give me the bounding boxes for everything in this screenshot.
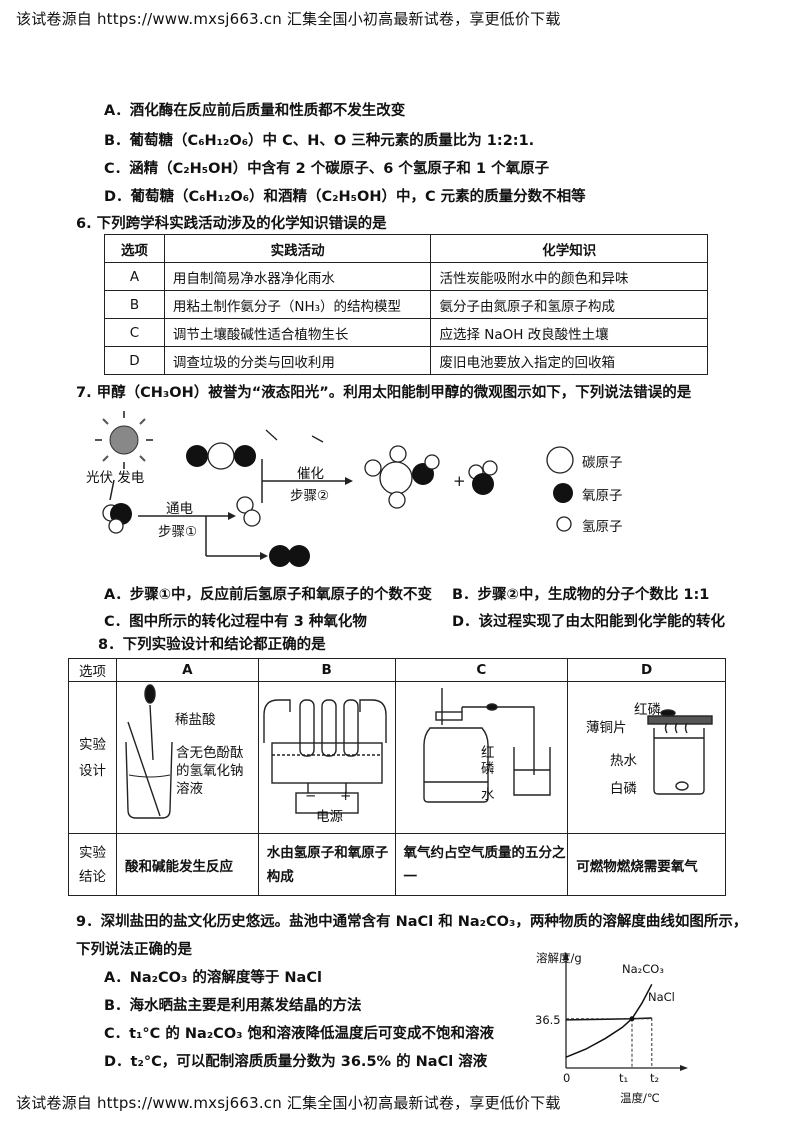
table-row: A 用自制简易净水器净化雨水 活性炭能吸附水中的颜色和异味 [104, 262, 708, 291]
label-negative-terminal: − [305, 788, 317, 804]
q8-table: 选项 A B C D 实验设计 实验结论 酸和碱能发生反应 水由氢原子和氧原子构… [68, 658, 726, 896]
chart-x-axis-label: 温度/℃ [620, 1091, 660, 1105]
label-red-phosphorus-c: 红磷 [481, 745, 495, 777]
table-cell: A [104, 262, 165, 291]
table-cell: C [104, 318, 165, 347]
chart-y-axis-label: 溶解度/g [536, 951, 582, 965]
methanol-molecule-icon [364, 445, 440, 509]
page-header-watermark: 该试卷源自 https://www.mxsj663.cn 汇集全国小初高最新试卷… [16, 10, 561, 28]
q9-option-b: B．海水晒盐主要是利用蒸发结晶的方法 [104, 998, 362, 1014]
step2-top-label: 催化 [297, 466, 324, 482]
table-cell: B [104, 290, 165, 319]
step2-bottom-label: 步骤② [290, 488, 330, 504]
q7-stem: 7. 甲醇（CH₃OH）被誉为“液态阳光”。利用太阳能制甲醇的微观图示如下，下列… [76, 385, 692, 401]
table-header-row: 选项 实践活动 化学知识 [104, 234, 708, 263]
table-cell: 实验结论 [68, 833, 117, 896]
table-cell: 可燃物燃烧需要氧气 [567, 833, 726, 896]
series-label-na2co3: Na₂CO₃ [622, 962, 664, 976]
legend-oxygen-label: 氧原子 [582, 488, 623, 504]
table-cell: 调查垃圾的分类与回收利用 [163, 346, 432, 375]
legend-hydrogen-icon [556, 516, 572, 532]
label-red-phosphorus-d: 红磷 [634, 702, 661, 718]
water-product-icon [468, 460, 498, 495]
label-positive-terminal: + [340, 788, 352, 804]
table-header-cell: 选项 [68, 658, 117, 682]
table-header-cell: C [394, 658, 569, 682]
table-cell: 应选择 NaOH 改良酸性土壤 [430, 318, 708, 347]
hydrogen-molecule-icon [236, 496, 261, 527]
label-phenolphthalein-solution: 含无色酚酞的氢氧化钠溶液 [176, 745, 244, 797]
table-cell: 调节土壤酸碱性适合植物生长 [163, 318, 432, 347]
label-dilute-hcl: 稀盐酸 [175, 712, 216, 728]
q9-stem-line1: 9．深圳盐田的盐文化历史悠远。盐池中通常含有 NaCl 和 Na₂CO₃，两种物… [76, 914, 748, 930]
q9-option-c: C．t₁°C 的 Na₂CO₃ 饱和溶液降低温度后可变成不饱和溶液 [104, 1026, 495, 1042]
q6-stem: 6. 下列跨学科实践活动涉及的化学知识错误的是 [76, 216, 387, 232]
q6-table: 选项 实践活动 化学知识 A 用自制简易净水器净化雨水 活性炭能吸附水中的颜色和… [104, 234, 708, 375]
step1-top-label: 通电 [166, 501, 193, 517]
table-row: 实验结论 酸和碱能发生反应 水由氢原子和氧原子构成 氧气约占空气质量的五分之一 … [68, 833, 726, 896]
oxygen-molecule-icon [269, 545, 310, 567]
table-row: D 调查垃圾的分类与回收利用 废旧电池要放入指定的回收箱 [104, 346, 708, 375]
table-cell: 酸和碱能发生反应 [115, 833, 259, 896]
table-cell: 废旧电池要放入指定的回收箱 [430, 346, 708, 375]
table-row: B 用粘土制作氨分子（NH₃）的结构模型 氨分子由氮原子和氢原子构成 [104, 290, 708, 319]
label-hot-water: 热水 [610, 753, 637, 769]
table-header-cell: 选项 [104, 234, 165, 263]
label-water-c: 水 [481, 787, 495, 803]
carbon-dioxide-molecule-icon [186, 442, 256, 470]
series-line-0 [565, 983, 653, 1058]
legend-carbon-label: 碳原子 [582, 455, 623, 471]
table-cell: 氧气约占空气质量的五分之一 [394, 833, 569, 896]
step1-bottom-label: 步骤① [158, 524, 198, 540]
water-molecule-icon [102, 503, 132, 534]
pv-label: 光伏 发电 [86, 470, 145, 486]
q5-option-a: A．酒化酶在反应前后质量和性质都不发生改变 [104, 103, 406, 119]
plus-sign: + [453, 472, 466, 490]
page-footer-watermark: 该试卷源自 https://www.mxsj663.cn 汇集全国小初高最新试卷… [16, 1094, 561, 1112]
series-label-nacl: NaCl [648, 990, 675, 1004]
label-copper-sheet: 薄铜片 [586, 720, 627, 736]
series-line-1 [565, 1017, 652, 1021]
table-header-cell: 实践活动 [163, 234, 432, 263]
table-header-cell: 化学知识 [430, 234, 708, 263]
table-header-row: 选项 A B C D [68, 658, 726, 682]
label-power-supply: 电源 [316, 809, 343, 825]
q7-option-d: D．该过程实现了由太阳能到化学能的转化 [452, 614, 726, 630]
q5-option-c: C．涵精（C₂H₅OH）中含有 2 个碳原子、6 个氢原子和 1 个氧原子 [104, 161, 550, 177]
q5-option-b: B．葡萄糖（C₆H₁₂O₆）中 C、H、O 三种元素的质量比为 1:2:1. [104, 133, 535, 149]
chart-x-tick: 0 [563, 1071, 571, 1085]
q9-stem-line2: 下列说法正确的是 [76, 942, 192, 958]
label-white-phosphorus: 白磷 [610, 781, 637, 797]
q7-option-c: C．图中所示的转化过程中有 3 种氧化物 [104, 614, 367, 630]
table-cell: 活性炭能吸附水中的颜色和异味 [430, 262, 708, 291]
chart-y-tick: 36.5 [535, 1013, 561, 1027]
q9-option-d: D．t₂°C，可以配制溶质质量分数为 36.5% 的 NaCl 溶液 [104, 1054, 488, 1070]
table-header-cell: B [257, 658, 396, 682]
q5-option-d: D．葡萄糖（C₆H₁₂O₆）和酒精（C₂H₅OH）中，C 元素的质量分数不相等 [104, 189, 586, 205]
table-header-cell: D [567, 658, 726, 682]
chart-x-tick: t₁ [619, 1071, 629, 1085]
table-header-cell: A [115, 658, 259, 682]
table-cell: D [104, 346, 165, 375]
q8-stem: 8．下列实验设计和结论都正确的是 [98, 637, 326, 653]
table-cell: 用粘土制作氨分子（NH₃）的结构模型 [163, 290, 432, 319]
table-cell: 氨分子由氮原子和氢原子构成 [430, 290, 708, 319]
table-cell: 用自制简易净水器净化雨水 [163, 262, 432, 291]
q7-option-a: A．步骤①中，反应前后氢原子和氧原子的个数不变 [104, 587, 432, 603]
table-cell: 水由氢原子和氧原子构成 [257, 833, 396, 896]
legend-hydrogen-label: 氢原子 [582, 519, 623, 535]
sun-icon [95, 411, 153, 469]
q7-option-b: B．步骤②中，生成物的分子个数比 1:1 [452, 587, 710, 603]
legend-oxygen-icon [553, 483, 573, 503]
table-row: C 调节土壤酸碱性适合植物生长 应选择 NaOH 改良酸性土壤 [104, 318, 708, 347]
q9-option-a: A．Na₂CO₃ 的溶解度等于 NaCl [104, 970, 322, 986]
legend-carbon-icon [546, 446, 574, 474]
table-cell: 实验设计 [68, 681, 117, 834]
chart-x-tick: t₂ [650, 1071, 660, 1085]
intersection-point [629, 1016, 635, 1022]
